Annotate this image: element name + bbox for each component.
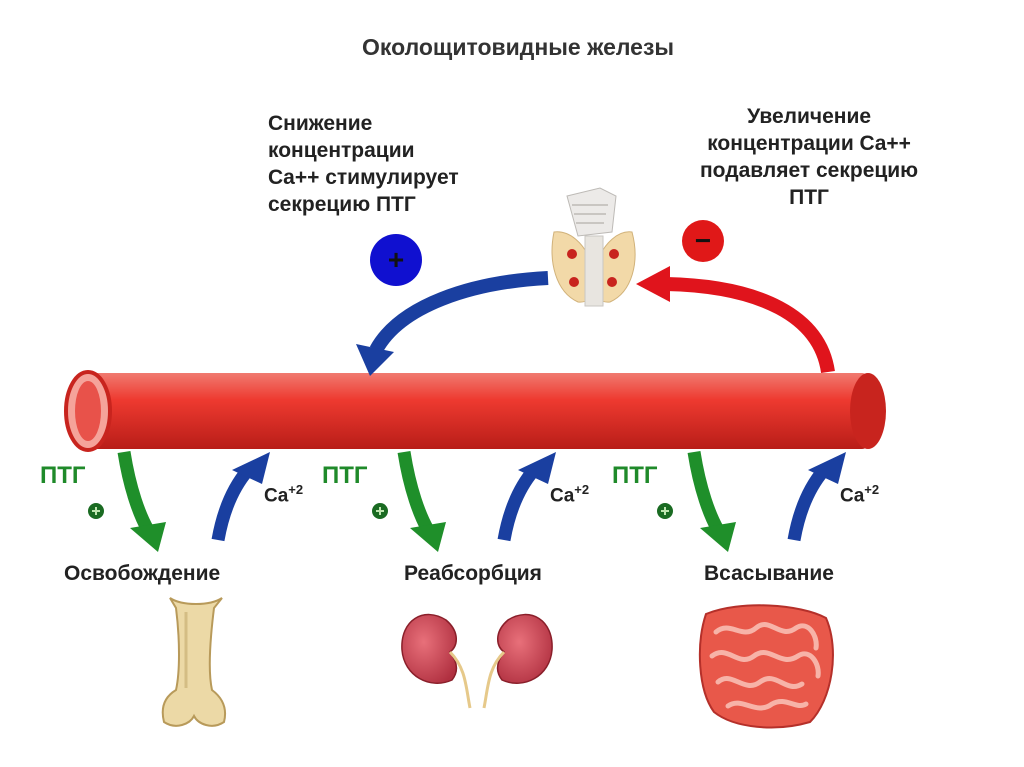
ca-arrow-intestine: [787, 465, 830, 542]
ptg-label-intestine: ПТГ: [612, 462, 658, 489]
ptg-label-bone: ПТГ: [40, 462, 86, 489]
process-label-reabsorption: Реабсорбция: [404, 562, 542, 585]
process-label-absorption: Всасывание: [704, 562, 834, 585]
process-arrows: [117, 450, 846, 552]
ca-arrowhead-kidneys: [518, 452, 556, 484]
ca-label-kidneys: Ca+2: [550, 482, 589, 507]
note-line: подавляет секрецию: [700, 159, 919, 182]
ca-charge: +2: [864, 482, 880, 497]
ptg-arrow-intestine: [687, 450, 724, 534]
inhibition-arrow: [636, 266, 835, 374]
svg-text:−: −: [695, 225, 711, 256]
note-line: концентрации Ca++: [707, 132, 911, 155]
ca-symbol: Ca: [550, 485, 575, 507]
bone-icon: [161, 597, 226, 727]
parathyroid-gland-icon: [551, 187, 636, 307]
ca-arrow-bone: [211, 465, 254, 542]
high-calcium-note: Увеличение концентрации Ca++ подавляет с…: [700, 103, 918, 211]
blood-vessel: [64, 370, 886, 452]
ca-arrowhead-intestine: [808, 452, 846, 484]
kidneys-icon: [401, 613, 553, 709]
ca-symbol: Ca: [840, 485, 865, 507]
ptg-arrowhead-intestine: [700, 522, 736, 552]
minus-circle-icon: −: [682, 220, 724, 262]
ca-arrowhead-bone: [232, 452, 270, 484]
note-line: Ca++ стимулирует: [268, 166, 459, 189]
ptg-label-kidneys: ПТГ: [322, 462, 368, 489]
small-plus-icons: [88, 503, 673, 519]
note-line: ПТГ: [789, 186, 829, 209]
ca-symbol: Ca: [264, 485, 289, 507]
plus-circle-icon: +: [370, 234, 422, 286]
ptg-arrow-bone: [117, 450, 154, 534]
note-line: Увеличение: [747, 105, 872, 128]
ptg-arrowhead-bone: [130, 522, 166, 552]
ca-arrow-kidneys: [497, 465, 540, 542]
note-line: Снижение: [268, 112, 373, 135]
process-label-release: Освобождение: [64, 562, 221, 585]
ptg-arrow-kidneys: [397, 450, 434, 534]
intestine-icon: [698, 604, 834, 729]
note-line: концентрации: [268, 139, 415, 162]
ca-label-bone: Ca+2: [264, 482, 303, 507]
ca-charge: +2: [288, 482, 304, 497]
diagram-title: Околощитовидные железы: [362, 34, 675, 60]
ca-label-intestine: Ca+2: [840, 482, 879, 507]
low-calcium-note: Снижение концентрации Ca++ стимулирует с…: [268, 110, 459, 218]
svg-text:+: +: [388, 244, 404, 275]
ca-charge: +2: [574, 482, 590, 497]
note-line: секрецию ПТГ: [268, 193, 416, 216]
stimulation-arrow: [356, 271, 549, 376]
ptg-arrowhead-kidneys: [410, 522, 446, 552]
